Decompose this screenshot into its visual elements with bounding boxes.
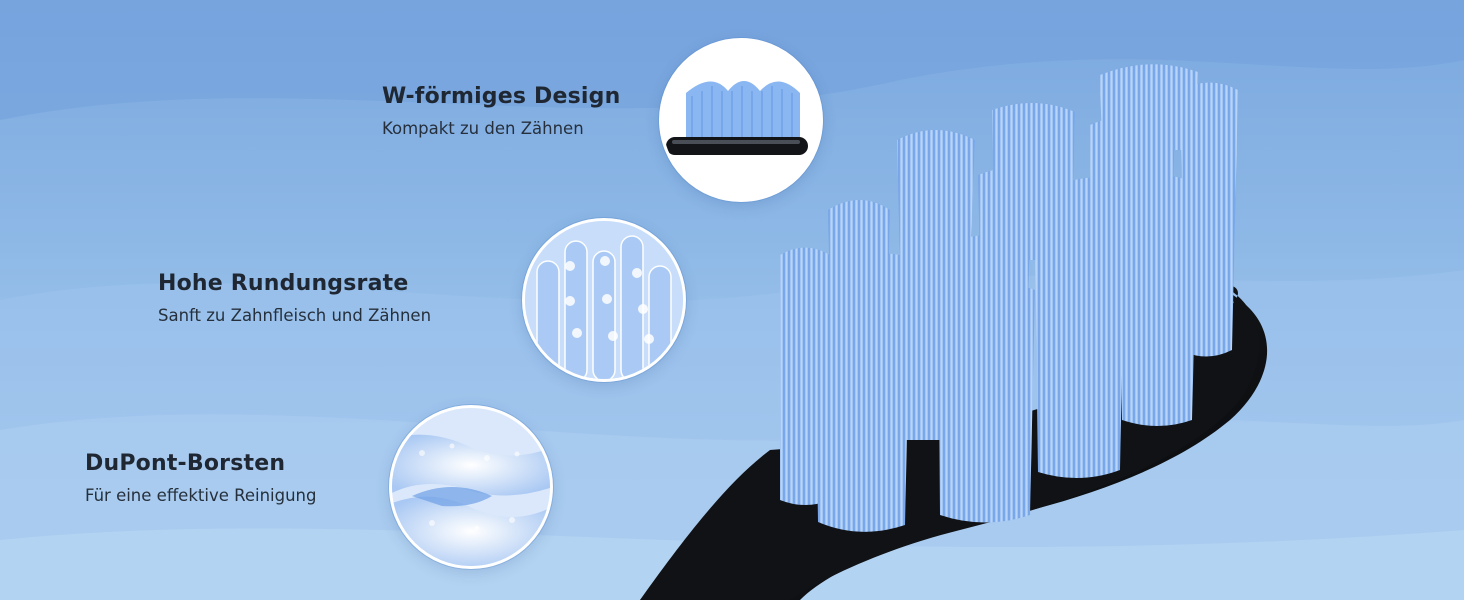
rounded-bristle-tips-icon [522, 218, 686, 382]
w-shape-brush-head-icon [659, 38, 823, 202]
feature-title: DuPont-Borsten [85, 451, 286, 476]
feature-subtitle: Sanft zu Zahnfleisch und Zähnen [158, 306, 432, 325]
feature-title: W-förmiges Design [382, 84, 621, 109]
feature-w-design: W-förmiges Design Kompakt zu den Zähnen [382, 83, 620, 141]
feature-rounding-rate: Hohe Rundungsrate Sanft zu Zahnfleisch u… [158, 270, 431, 328]
feature-subtitle: Für eine effektive Reinigung [85, 486, 317, 505]
dupont-bristle-closeup-icon [389, 405, 553, 569]
feature-title: Hohe Rundungsrate [158, 271, 409, 296]
feature-subtitle: Kompakt zu den Zähnen [382, 119, 584, 138]
bristle-tufts [780, 64, 1238, 532]
feature-dupont-bristles: DuPont-Borsten Für eine effektive Reinig… [85, 450, 316, 508]
